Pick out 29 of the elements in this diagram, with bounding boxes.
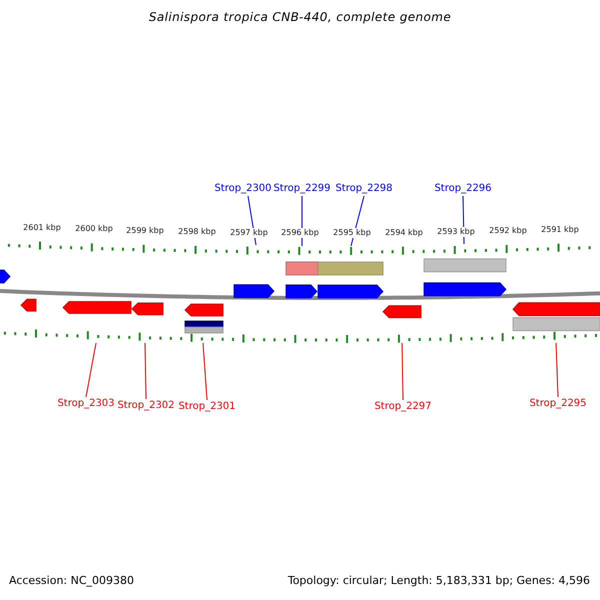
scale-label: 2601 kbp [22,222,62,233]
leader-line [556,342,558,398]
leader-line [86,342,96,398]
scale-label: 2592 kbp [488,226,528,236]
scale-label: 2599 kbp [125,226,165,236]
gene-label: Strop_2295 [529,398,587,410]
scale-label: 2593 kbp [436,226,476,237]
scale-label: 2600 kbp [74,224,114,234]
scale-label: 2594 kbp [384,228,424,238]
gene-label: Strop_2297 [374,401,432,413]
gene-label: Strop_2300 [214,183,272,195]
genome-map-drawing [0,242,600,343]
scale-label: 2598 kbp [177,226,217,237]
gene-label: Strop_2298 [335,183,393,195]
gene-label: Strop_2303 [57,398,115,410]
scale-label: 2597 kbp [229,228,269,238]
gene-label: Strop_2296 [434,183,492,195]
scale-label: 2591 kbp [540,224,580,235]
scale-label: 2596 kbp [280,228,320,238]
genome-info: Topology: circular; Length: 5,183,331 bp; Genes: 4,596 [288,575,590,587]
leader-line [402,342,404,400]
gene-label: Strop_2299 [273,183,331,195]
scale-label: 2595 kbp [332,228,372,238]
accession-label: Accession: NC_009380 [9,575,134,587]
title: Salinispora tropica CNB-440, complete genome [148,11,452,23]
leader-line [202,342,208,400]
leader-line [144,342,146,400]
gene-label: Strop_2301 [178,401,236,413]
gene-label: Strop_2302 [117,400,175,412]
